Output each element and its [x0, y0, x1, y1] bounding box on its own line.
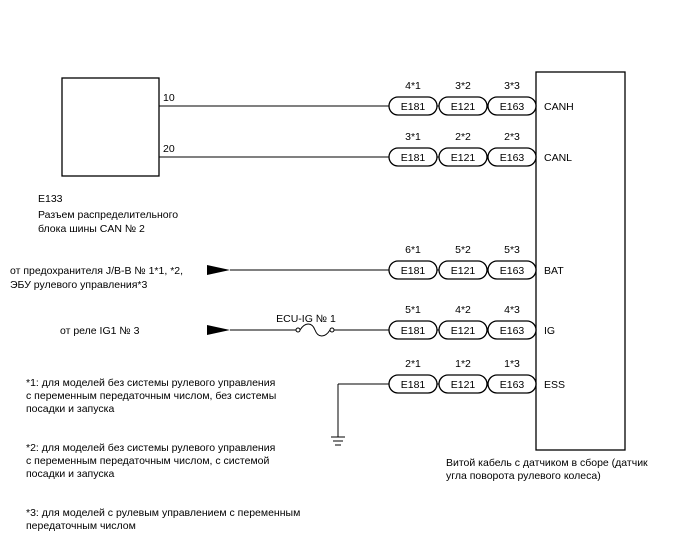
note-1-line-3: посадки и запуска: [26, 403, 114, 415]
bat-arrow-icon: [207, 265, 230, 275]
connector-code-label: E181: [401, 325, 426, 337]
connector-pill-e121: [438, 147, 488, 167]
note-1-line-1: *1: для моделей без системы рулевого упр…: [26, 377, 275, 389]
connector-pill-e121: [438, 260, 488, 280]
connector-code-label: E181: [401, 379, 426, 391]
left-connector-code: E133: [38, 193, 63, 205]
pin-number-label: 3*1: [405, 131, 421, 143]
pin-number-label: 1*3: [504, 358, 520, 370]
pin-number-label: 5*1: [405, 304, 421, 316]
connector-code-label: E163: [500, 101, 525, 113]
ig-source-label: от реле IG1 № 3: [60, 325, 140, 337]
note-3-line-2: передаточным числом: [26, 520, 136, 532]
note-1-line-2: с переменным передаточным числом, без си…: [26, 390, 276, 402]
pin-number-label: 2*2: [455, 131, 471, 143]
pin-number-label: 3*3: [504, 80, 520, 92]
pin-number-label: 5*2: [455, 244, 471, 256]
bat-source-line-2: ЭБУ рулевого управления*3: [10, 279, 148, 291]
note-2-line-2: с переменным передаточным числом, с сист…: [26, 455, 270, 467]
connector-code-label: E163: [500, 265, 525, 277]
connector-code-label: E121: [451, 379, 476, 391]
ig-arrow-icon: [207, 325, 230, 335]
connector-pill-e181: [388, 374, 438, 394]
connector-code-label: E163: [500, 325, 525, 337]
connector-code-label: E163: [500, 379, 525, 391]
connector-code-label: E163: [500, 152, 525, 164]
connector-pill-e181: [388, 320, 438, 340]
connector-pill-e163: [487, 320, 537, 340]
connector-pill-e121: [438, 96, 488, 116]
right-component-line-2: угла поворота рулевого колеса): [446, 470, 601, 482]
right-component-line-1: Витой кабель с датчиком в сборе (датчик: [446, 457, 648, 469]
connector-pill-e181: [388, 147, 438, 167]
fuse-terminal-right: [329, 327, 335, 333]
connector-pill-e181: [388, 96, 438, 116]
pin-canl-label: 20: [163, 143, 175, 155]
pin-number-label: 4*3: [504, 304, 520, 316]
connector-code-label: E181: [401, 265, 426, 277]
connector-pill-e163: [487, 260, 537, 280]
fuse-terminal-left: [295, 327, 301, 333]
connector-code-label: E121: [451, 152, 476, 164]
pin-number-label: 5*3: [504, 244, 520, 256]
fuse-label: ECU-IG № 1: [276, 313, 336, 325]
fuse-icon: [299, 323, 331, 337]
signal-label-ess: ESS: [544, 379, 565, 391]
can-junction-connector-box: [61, 77, 160, 177]
left-connector-desc-2: блока шины CAN № 2: [38, 223, 145, 235]
left-connector-desc-1: Разъем распределительного: [38, 209, 178, 221]
signal-label-canl: CANL: [544, 152, 572, 164]
connector-rows: E1814*1E1213*2E1633*3CANHE1813*1E1212*2E…: [388, 80, 574, 394]
bat-source-line-1: от предохранителя J/B-B № 1*1, *2,: [10, 265, 183, 277]
connector-pill-e163: [487, 374, 537, 394]
pin-number-label: 2*1: [405, 358, 421, 370]
pin-number-label: 3*2: [455, 80, 471, 92]
spiral-cable-box: [535, 71, 626, 451]
signal-label-ig: IG: [544, 325, 555, 337]
connector-code-label: E121: [451, 265, 476, 277]
connector-code-label: E181: [401, 101, 426, 113]
note-2-line-3: посадки и запуска: [26, 468, 114, 480]
signal-label-bat: BAT: [544, 265, 564, 277]
pin-number-label: 6*1: [405, 244, 421, 256]
connector-code-label: E121: [451, 325, 476, 337]
connector-code-label: E181: [401, 152, 426, 164]
note-2-line-1: *2: для моделей без системы рулевого упр…: [26, 442, 275, 454]
pin-number-label: 2*3: [504, 131, 520, 143]
connector-code-label: E121: [451, 101, 476, 113]
pin-number-label: 1*2: [455, 358, 471, 370]
connector-pill-e121: [438, 320, 488, 340]
pin-number-label: 4*2: [455, 304, 471, 316]
connector-pill-e163: [487, 147, 537, 167]
pin-number-label: 4*1: [405, 80, 421, 92]
connector-pill-e121: [438, 374, 488, 394]
signal-label-canh: CANH: [544, 101, 574, 113]
pin-canh-label: 10: [163, 92, 175, 104]
connector-pill-e181: [388, 260, 438, 280]
note-3-line-1: *3: для моделей с рулевым управлением с …: [26, 507, 300, 519]
connector-pill-e163: [487, 96, 537, 116]
